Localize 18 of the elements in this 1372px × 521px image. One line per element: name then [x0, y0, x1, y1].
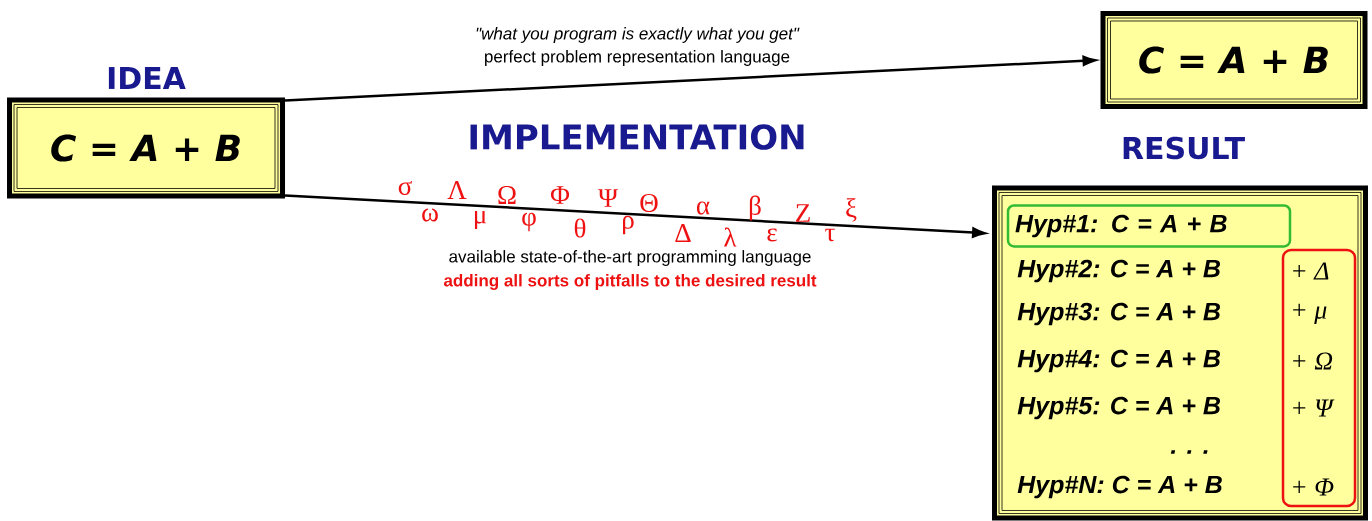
heading: IMPLEMENTATION [470, 124, 804, 150]
heading: RESULT [1123, 136, 1245, 160]
greek-letter: Λ [447, 181, 467, 199]
highlight-box: Hyp#1: C = A + B [1006, 204, 1292, 248]
hypothesis-line: Hyp#N: C = A + B [1017, 475, 1222, 499]
hypothesis-line: Hyp#4: C = A + B [1017, 349, 1220, 373]
hypothesis-line: Hyp#3: C = A + B [1017, 302, 1220, 326]
heading: IDEA [108, 67, 186, 89]
hypothesis-line: Hyp#2: C = A + B [1017, 259, 1220, 283]
highlight-box: + Δ + μ + Ω + Ψ + Φ [1281, 248, 1357, 508]
formula-box: C = A + B [7, 97, 285, 199]
quote-text: "what you program is exactly what you get" [476, 27, 800, 43]
ellipsis: . . . [1170, 450, 1208, 454]
greek-letter: σ [398, 180, 412, 196]
caption-text: available state-of-the-art programming language [449, 250, 811, 266]
caption-text: adding all sorts of pitfalls to the desired result [443, 274, 817, 290]
formula-box: C = A + B [1100, 11, 1368, 109]
hypothesis-line: Hyp#5: C = A + B [1017, 396, 1220, 420]
